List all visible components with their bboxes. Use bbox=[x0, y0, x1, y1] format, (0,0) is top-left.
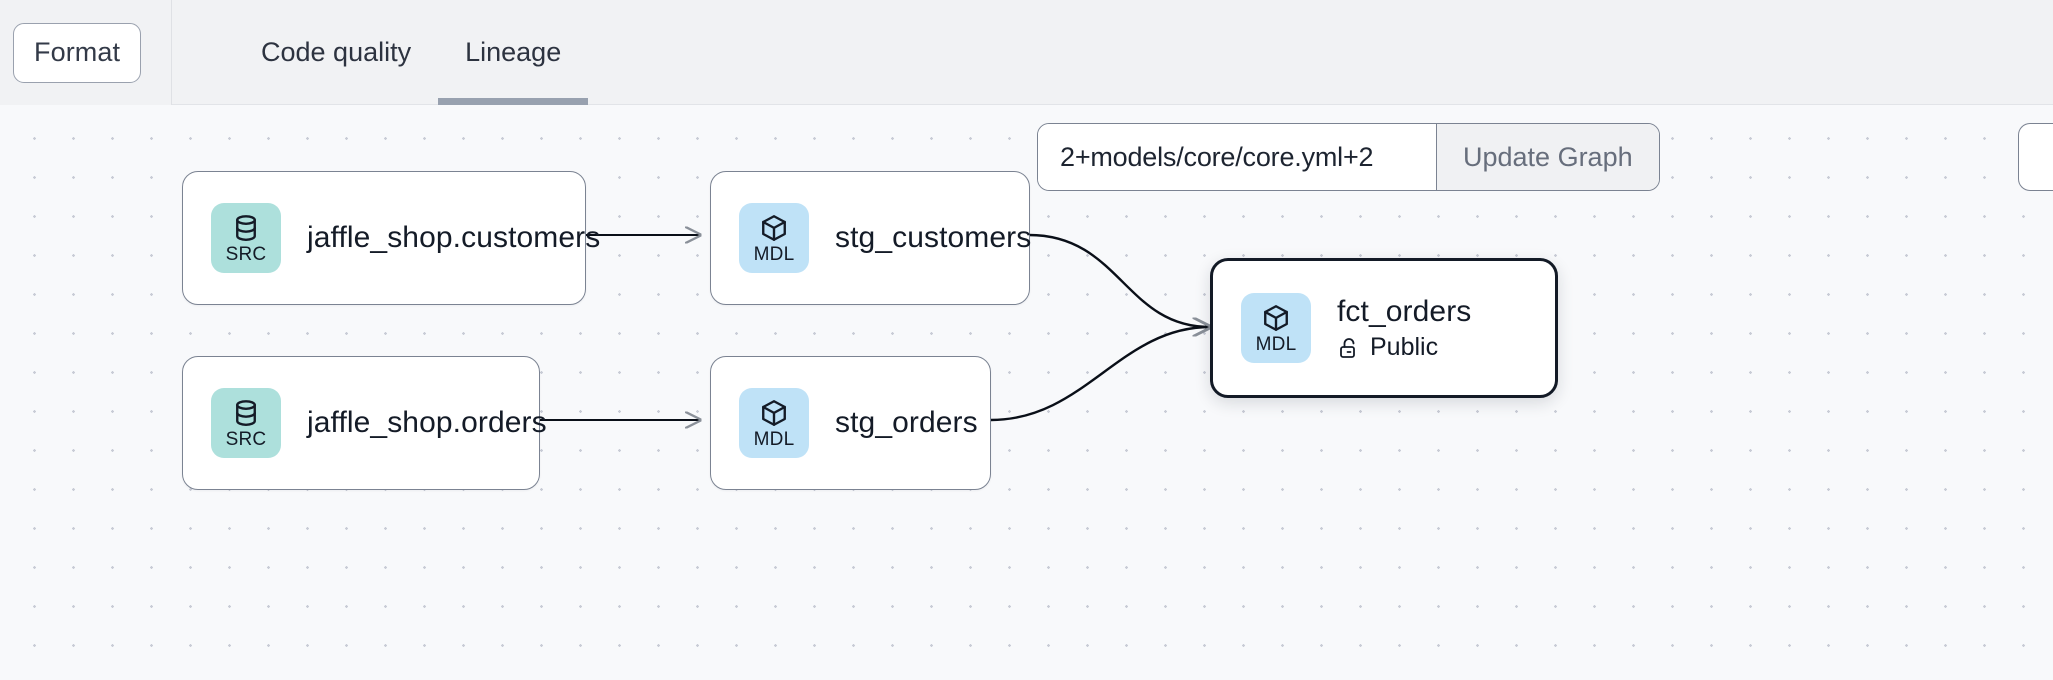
update-graph-button[interactable]: Update Graph bbox=[1436, 124, 1659, 190]
database-icon bbox=[231, 213, 261, 243]
tab-lineage[interactable]: Lineage bbox=[438, 0, 589, 105]
tab-code-quality[interactable]: Code quality bbox=[234, 0, 438, 105]
tab-lineage-label: Lineage bbox=[465, 37, 562, 67]
tab-code-quality-underline bbox=[234, 98, 438, 105]
tab-lineage-underline bbox=[438, 98, 589, 105]
edge-stg-orders-to-fct-orders bbox=[990, 327, 1210, 422]
node-title: jaffle_shop.customers bbox=[307, 221, 601, 254]
lineage-canvas[interactable]: SRC jaffle_shop.customers MDL stg_custo bbox=[0, 105, 2053, 680]
node-title: stg_customers bbox=[835, 221, 1032, 254]
node-body: stg_orders bbox=[835, 405, 978, 441]
node-access-status: Public bbox=[1337, 333, 1471, 362]
graph-selector-input[interactable] bbox=[1038, 124, 1436, 190]
cube-icon bbox=[759, 398, 789, 428]
toolbar-header: Format Code quality Lineage bbox=[0, 0, 2053, 105]
node-body: jaffle_shop.customers bbox=[307, 220, 600, 256]
unlock-icon bbox=[1337, 336, 1361, 360]
node-access-label: Public bbox=[1370, 333, 1439, 361]
node-stg-customers[interactable]: MDL stg_customers bbox=[710, 171, 1031, 305]
badge-mdl: MDL bbox=[739, 388, 809, 458]
overflow-control-partial[interactable] bbox=[2018, 123, 2053, 191]
node-jaffle-shop-orders[interactable]: SRC jaffle_shop.orders bbox=[182, 356, 547, 490]
edge-stg-customers-to-fct-orders bbox=[1028, 233, 1210, 327]
badge-mdl: MDL bbox=[1241, 293, 1311, 363]
node-title: stg_orders bbox=[835, 406, 978, 439]
badge-mdl-label: MDL bbox=[1255, 333, 1297, 355]
format-button[interactable]: Format bbox=[13, 22, 142, 83]
tab-code-quality-label: Code quality bbox=[261, 37, 412, 67]
cube-icon bbox=[759, 213, 789, 243]
tab-bar: Code quality Lineage bbox=[172, 0, 2053, 105]
badge-mdl: MDL bbox=[739, 203, 809, 273]
graph-selector-control: Update Graph bbox=[1037, 123, 1660, 191]
node-fct-orders[interactable]: MDL fct_orders Public bbox=[1210, 258, 1558, 398]
badge-src: SRC bbox=[211, 388, 281, 458]
badge-src: SRC bbox=[211, 203, 281, 273]
toolbar-left-section: Format bbox=[0, 0, 172, 105]
node-stg-orders[interactable]: MDL stg_orders bbox=[710, 356, 991, 490]
badge-mdl-label: MDL bbox=[753, 243, 795, 265]
node-jaffle-shop-customers[interactable]: SRC jaffle_shop.customers bbox=[182, 171, 600, 305]
database-icon bbox=[231, 398, 261, 428]
node-body: stg_customers bbox=[835, 220, 1031, 256]
badge-src-label: SRC bbox=[225, 428, 267, 450]
badge-mdl-label: MDL bbox=[753, 428, 795, 450]
node-body: fct_orders Public bbox=[1337, 294, 1471, 362]
node-body: jaffle_shop.orders bbox=[307, 405, 547, 441]
node-title: jaffle_shop.orders bbox=[307, 406, 547, 439]
node-title: fct_orders bbox=[1337, 295, 1472, 328]
cube-icon bbox=[1261, 303, 1291, 333]
badge-src-label: SRC bbox=[225, 243, 267, 265]
